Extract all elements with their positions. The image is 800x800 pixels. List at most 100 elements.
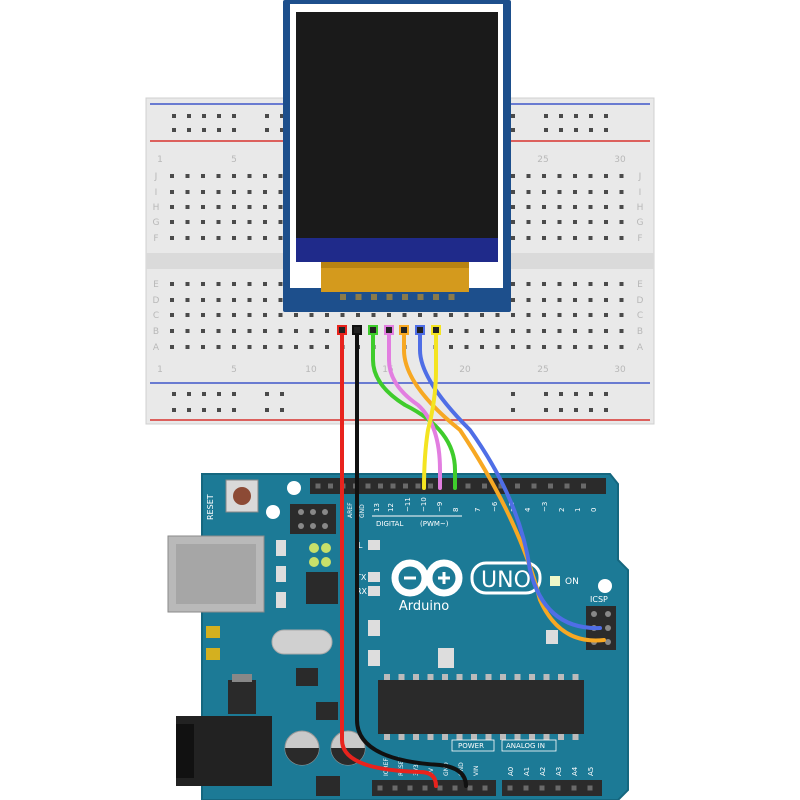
breadboard-hole xyxy=(216,329,221,333)
icsp-label: ICSP xyxy=(590,595,608,604)
breadboard-hole xyxy=(325,345,329,349)
breadboard-hole xyxy=(542,313,546,317)
power-pin-label: RESET xyxy=(398,756,405,776)
breadboard-hole xyxy=(325,329,329,333)
row-letter-label: C xyxy=(153,311,159,321)
mounting-hole xyxy=(598,579,612,593)
breadboard-hole xyxy=(464,345,469,349)
row-letter-label: D xyxy=(637,296,644,306)
ic-pin xyxy=(413,734,419,740)
breadboard-hole xyxy=(371,313,376,317)
breadboard-hole xyxy=(511,190,515,194)
power-pin-label: GND xyxy=(458,762,465,776)
digital-pin-label: 2 xyxy=(558,508,566,512)
rail-hole xyxy=(511,408,515,412)
wire-black xyxy=(355,328,468,788)
ic-pin xyxy=(529,674,535,680)
display-pin xyxy=(433,294,439,300)
breadboard-hole xyxy=(201,174,205,178)
breadboard-hole xyxy=(278,174,283,178)
rail-hole xyxy=(589,392,593,396)
breadboard-hole xyxy=(511,205,515,209)
breadboard-hole xyxy=(557,205,562,209)
breadboard-hole xyxy=(464,313,469,317)
wire-end-connector xyxy=(415,325,425,335)
digital-pin-header xyxy=(310,478,606,494)
breadboard-hole xyxy=(511,329,515,333)
breadboard-hole xyxy=(542,298,546,302)
column-number-label: 15 xyxy=(382,365,393,375)
power-label: POWER xyxy=(458,742,484,750)
header-socket xyxy=(403,483,408,489)
ic-pin xyxy=(485,674,492,680)
digital-pin-label: 1 xyxy=(574,508,582,512)
wire-end-connector xyxy=(399,325,409,335)
breadboard-hole xyxy=(278,345,283,349)
wire-pink xyxy=(387,328,442,490)
header-socket xyxy=(328,483,333,489)
digital-pin-label: ~11 xyxy=(404,497,412,512)
ic-pin xyxy=(529,734,535,740)
ic-pin xyxy=(558,674,564,680)
rail-hole xyxy=(202,114,206,118)
header-socket xyxy=(467,785,473,791)
display-pin xyxy=(371,294,377,300)
breadboard-hole xyxy=(573,329,577,333)
breadboard-hole xyxy=(356,313,360,317)
mounting-hole xyxy=(266,505,280,519)
rail-hole xyxy=(172,392,176,396)
breadboard-hole xyxy=(604,298,608,302)
rail-hole xyxy=(232,392,236,396)
row-letter-label: D xyxy=(153,296,160,306)
analog-pin-label: A1 xyxy=(523,767,531,776)
arduino-brand-text: Arduino xyxy=(399,599,449,614)
analog-pin-label: A2 xyxy=(539,767,547,776)
ic-pin xyxy=(514,674,521,680)
breadboard-hole xyxy=(185,298,190,302)
analog-pin-label: A4 xyxy=(571,766,579,776)
arduino-uno-board: RESET xyxy=(167,473,629,800)
rail-hole xyxy=(574,128,578,132)
ic-pin xyxy=(442,734,448,740)
breadboard-hole xyxy=(511,282,515,286)
digital-pin-label: 13 xyxy=(373,503,381,512)
row-letter-label: G xyxy=(153,218,160,228)
breadboard-hole xyxy=(309,329,314,333)
breadboard-hole xyxy=(294,329,298,333)
rail-hole xyxy=(604,392,608,396)
tx-label: TX xyxy=(355,573,367,582)
breadboard-hole xyxy=(573,190,577,194)
header-socket xyxy=(498,483,504,489)
breadboard-hole xyxy=(557,313,562,317)
rail-hole xyxy=(265,408,269,412)
display-pin xyxy=(355,294,362,300)
breadboard-hole xyxy=(263,345,267,349)
ic-pin xyxy=(398,734,405,740)
header-socket xyxy=(390,483,396,489)
rail-hole xyxy=(604,114,608,118)
ic-pin xyxy=(500,674,506,680)
analog-pin-label: A5 xyxy=(587,767,595,776)
breadboard-hole xyxy=(542,220,546,224)
column-number-label: 30 xyxy=(614,365,626,375)
breadboard-hole xyxy=(557,329,562,333)
breadboard-hole xyxy=(232,205,236,209)
breadboard-hole xyxy=(573,220,577,224)
header-socket xyxy=(378,483,383,489)
rail-hole xyxy=(280,392,284,396)
breadboard-hole xyxy=(201,190,205,194)
digital-pin-label: 12 xyxy=(387,503,395,512)
rail-hole xyxy=(202,408,206,412)
arduino-logo xyxy=(391,559,463,597)
power-pin-label: IOREF xyxy=(383,758,390,776)
ic-pin xyxy=(398,674,405,680)
ic-pin xyxy=(500,734,506,740)
display-pin xyxy=(402,294,408,300)
breadboard-hole xyxy=(542,282,546,286)
breadboard-hole xyxy=(495,345,500,349)
on-label: ON xyxy=(565,577,579,587)
breadboard-hole xyxy=(232,298,236,302)
